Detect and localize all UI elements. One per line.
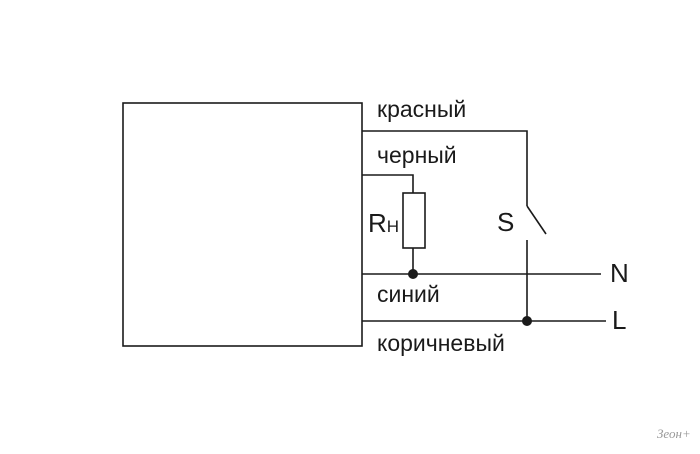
black-wire [362, 174, 414, 193]
watermark: Зеон+ [657, 426, 691, 441]
junction-neutral [408, 269, 418, 279]
label-red: красный [377, 96, 466, 122]
switch-blade [526, 205, 547, 235]
junction-live [522, 316, 532, 326]
label-brown: коричневый [377, 330, 505, 356]
device-box [122, 102, 363, 347]
label-live: L [612, 305, 626, 335]
resistor-subscript: H [387, 217, 399, 236]
label-neutral: N [610, 258, 629, 288]
red-wire [362, 130, 528, 206]
resistor [402, 192, 426, 249]
label-blue: синий [377, 281, 440, 307]
label-switch: S [497, 207, 514, 237]
label-black: черный [377, 142, 457, 168]
label-resistor: RH [368, 208, 399, 238]
resistor-label: R [368, 208, 387, 238]
